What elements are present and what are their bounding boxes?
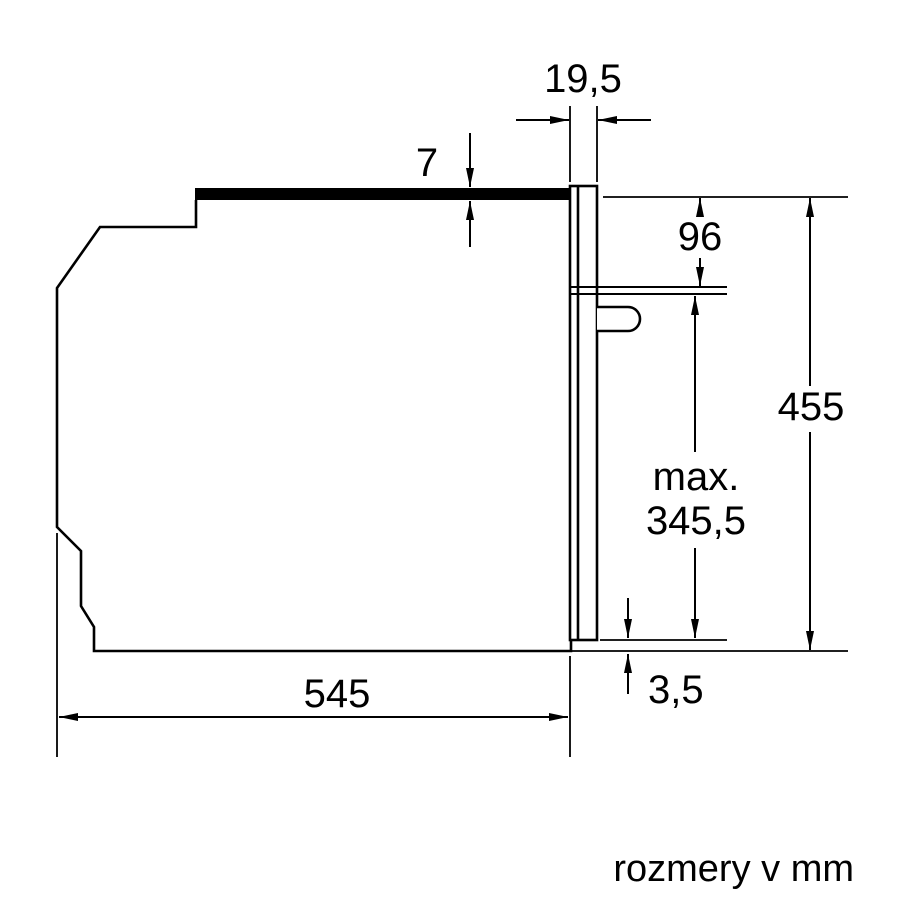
dim-door-depth-label: 19,5	[544, 57, 622, 101]
oven-body	[55, 184, 727, 653]
oven-door-handle	[597, 305, 642, 333]
dim-control-panel: 96	[678, 198, 723, 286]
oven-top-plate	[195, 188, 577, 200]
dim-total-height-label: 455	[778, 385, 845, 429]
dim-max-height-prefix-label: max.	[653, 455, 740, 499]
dim-max-height: max. 345,5	[646, 296, 746, 638]
dim-total-height: 455	[778, 198, 845, 650]
dim-body-depth: 545	[56, 533, 571, 757]
dim-top-plate: 7	[416, 133, 474, 247]
dim-top-plate-label: 7	[416, 141, 438, 185]
oven-door-panel	[568, 184, 599, 642]
dim-body-depth-label: 545	[304, 672, 371, 716]
units-caption: rozmery v mm	[613, 848, 854, 890]
dim-door-depth: 19,5	[516, 57, 651, 182]
dim-bottom-gap: 3,5	[624, 598, 704, 712]
dim-control-panel-label: 96	[678, 215, 723, 259]
dim-bottom-gap-label: 3,5	[648, 668, 704, 712]
dim-max-height-value-label: 345,5	[646, 499, 746, 543]
oven-body-outline	[55, 200, 573, 653]
